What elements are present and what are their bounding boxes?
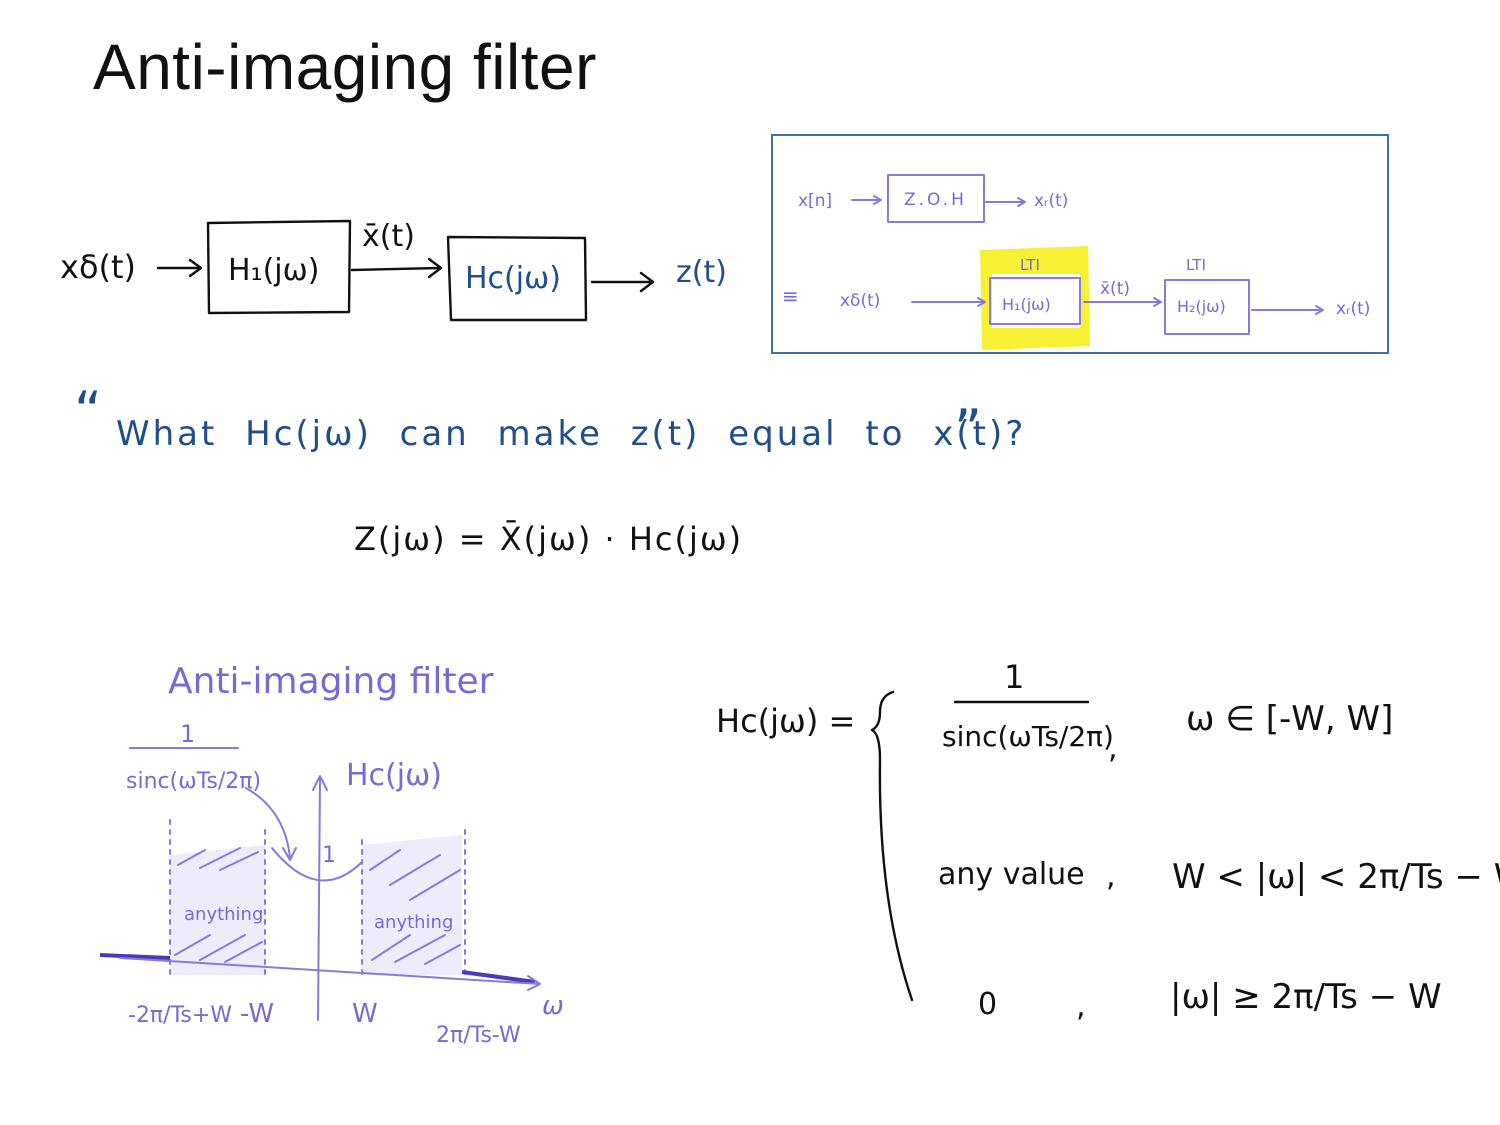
case1-den: sinc(ωTs/2π) [942, 720, 1114, 753]
bd-hc-label: Hc(jω) [465, 261, 561, 296]
sketch-y-axis [312, 775, 328, 1021]
inset-zoh-box [887, 174, 985, 223]
bd-mid-label: x̄(t) [362, 219, 415, 254]
case2-comma: , [1106, 859, 1116, 894]
question: “ What Hc(jω) can make z(t) equal to x(t… [74, 380, 1026, 461]
piecewise-lhs: Hc(jω) = [716, 702, 855, 740]
question-text: What Hc(jω) can make z(t) equal to x(t)? [116, 414, 1026, 454]
sketch-x-axis [119, 957, 541, 991]
inset-r1-arrow1 [851, 195, 882, 205]
inset-equiv: ≡ [782, 284, 799, 308]
inset-zoh-label: Z.O.H [904, 190, 967, 210]
sketch-zero-right [461, 970, 536, 984]
bd-arrow-2 [350, 257, 443, 279]
sketch-region-bounds [169, 819, 466, 976]
bd-h1-label: H₁(jω) [228, 253, 319, 288]
case2-cond: W < |ω| < 2π/Ts − W [1172, 857, 1500, 897]
bd-hc-box [446, 235, 588, 322]
inset-h2-box [1164, 279, 1250, 335]
case3-comma: , [1076, 989, 1086, 1024]
inset-r1-input: x[n] [798, 191, 832, 211]
inset-r2-arrow3 [1251, 305, 1324, 315]
inset-highlight-inner [992, 274, 1080, 328]
sketch-peak-label: 1 [322, 843, 336, 868]
sketch-region-right-fill [362, 835, 462, 975]
main-equation: Z(jω) = X̄(jω) · Hc(jω) [354, 519, 743, 558]
inset-h2-label: H₂(jω) [1177, 297, 1226, 316]
sketch-tick-2: -W [240, 999, 274, 1029]
bd-input-label: xδ(t) [60, 248, 136, 286]
inset-r2-arrow1 [911, 297, 986, 307]
case1-comma: , [1108, 731, 1118, 766]
sketch-passband-curve [271, 847, 363, 882]
bd-output-label: z(t) [676, 255, 727, 290]
piecewise-brace [870, 690, 914, 1002]
case1-num: 1 [1004, 658, 1024, 696]
sketch-hatching [174, 847, 461, 965]
case2-value: any value [938, 857, 1085, 892]
sketch-tick-4: 2π/Ts-W [436, 1023, 521, 1048]
case3-value: 0 [978, 987, 997, 1022]
bd-arrow-1 [156, 258, 203, 278]
sketch-zero-left [99, 953, 171, 960]
sketch-tick-1: -2π/Ts+W [128, 1003, 232, 1028]
bd-h1-box [206, 219, 352, 315]
case1-cond: ω ∈ [-W, W] [1186, 699, 1393, 739]
question-close-quote: ” [954, 398, 982, 461]
inset-lti1-label: LTI [1020, 256, 1040, 274]
question-open-quote: “ [74, 380, 102, 443]
sketch-tick-3: W [352, 999, 378, 1029]
inset-r2-output: xᵣ(t) [1336, 299, 1370, 319]
inset-lti2-label: LTI [1186, 256, 1206, 274]
inset-mid-label: x̄(t) [1100, 279, 1130, 299]
piecewise-definition: Hc(jω) = 1 sinc(ωTs/2π) , ω ∈ [-W, W] an… [716, 658, 1500, 1024]
sketch-region-right: anything [374, 912, 453, 933]
inset-h1-label: H₁(jω) [1002, 295, 1051, 314]
sketch-frac-den: sinc(ωTs/2π) [126, 769, 261, 794]
sketch-region-left-fill [170, 845, 265, 975]
slide-title: Anti-imaging filter [93, 31, 597, 103]
case3-cond: |ω| ≥ 2π/Ts − W [1170, 977, 1442, 1017]
inset-r2-input: xδ(t) [840, 291, 880, 311]
inset-r1-arrow2 [985, 197, 1026, 207]
sketch-frac-num: 1 [180, 720, 195, 748]
inset-r2-arrow2 [1083, 297, 1162, 307]
sketch-curve-label: Hc(jω) [346, 758, 442, 793]
inset-h1-box [989, 277, 1081, 325]
sketch-title: Anti-imaging filter [168, 661, 494, 702]
inset-r1-output: xᵣ(t) [1034, 191, 1068, 211]
sketch-pointer-arrow [245, 787, 297, 861]
sketch-region-left: anything [184, 904, 263, 925]
bd-arrow-3 [590, 271, 655, 293]
sketch-axis-label: ω [542, 991, 564, 1021]
inset-diagram: x[n] Z.O.H xᵣ(t) ≡ xδ(t) LTI H₁(jω) x̄(t… [771, 134, 1389, 354]
hc-sketch: Anti-imaging filter Hc(jω) 1 sinc(ωTs/2π… [99, 661, 564, 1048]
block-diagram: xδ(t) H₁(jω) x̄(t) Hc(jω) z(t) [60, 219, 727, 322]
